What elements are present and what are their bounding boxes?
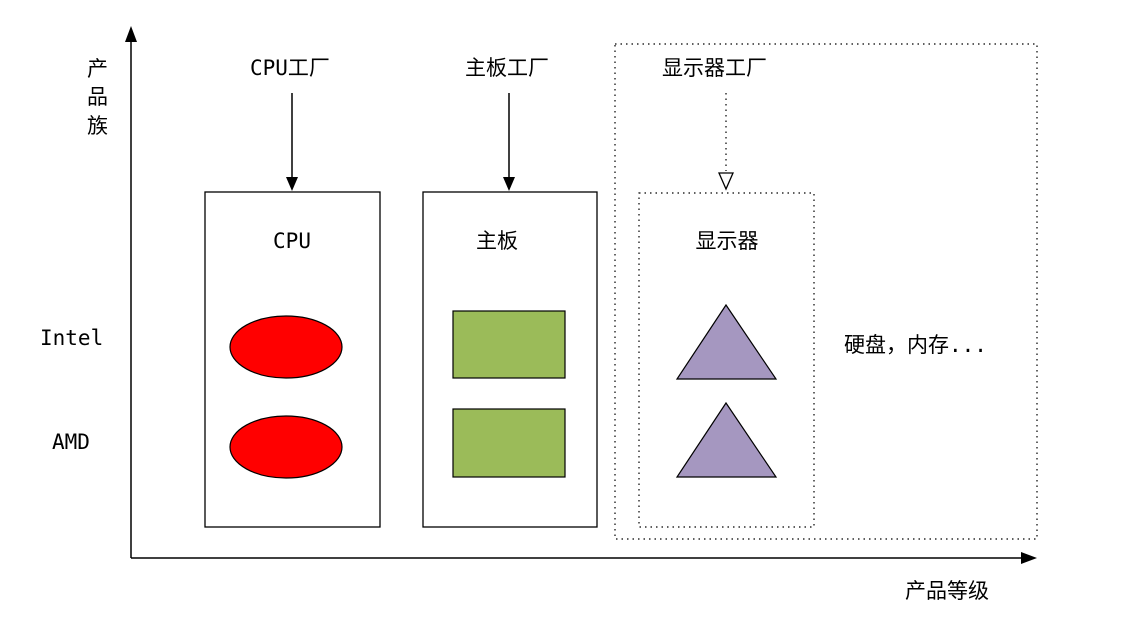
more-products-label: 硬盘，内存...: [844, 333, 987, 357]
cpu-amd-ellipse: [229, 415, 343, 479]
y-axis-label-char: 产: [87, 57, 108, 81]
display-amd-triangle: [675, 401, 778, 478]
display-factory-hollow-arrowhead: [718, 172, 734, 191]
motherboard-factory-arrowhead: [503, 177, 515, 191]
motherboard-intel-rect: [452, 310, 566, 379]
display-factory-dotted-frame: [614, 43, 1038, 540]
motherboard-amd-rect: [452, 408, 566, 478]
display-product-label: 显示器: [696, 229, 759, 253]
cpu-factory-label: CPU工厂: [250, 56, 330, 80]
y-axis-label-char: 族: [87, 114, 108, 138]
cpu-product-label: CPU: [273, 229, 311, 253]
row-label-amd: AMD: [52, 430, 90, 454]
display-product-dotted-box: [638, 192, 815, 528]
cpu-factory-arrowhead: [286, 177, 298, 191]
y-axis-label-char: 品: [87, 85, 108, 109]
y-axis-arrowhead: [125, 26, 137, 42]
x-axis-label: 产品等级: [905, 579, 989, 603]
motherboard-product-label: 主板: [476, 229, 518, 253]
x-axis-arrowhead: [1021, 552, 1037, 564]
row-label-intel: Intel: [40, 326, 103, 350]
display-intel-triangle: [675, 303, 778, 380]
display-factory-label: 显示器工厂: [662, 56, 767, 80]
motherboard-factory-label: 主板工厂: [465, 56, 549, 80]
cpu-intel-ellipse: [229, 315, 343, 379]
